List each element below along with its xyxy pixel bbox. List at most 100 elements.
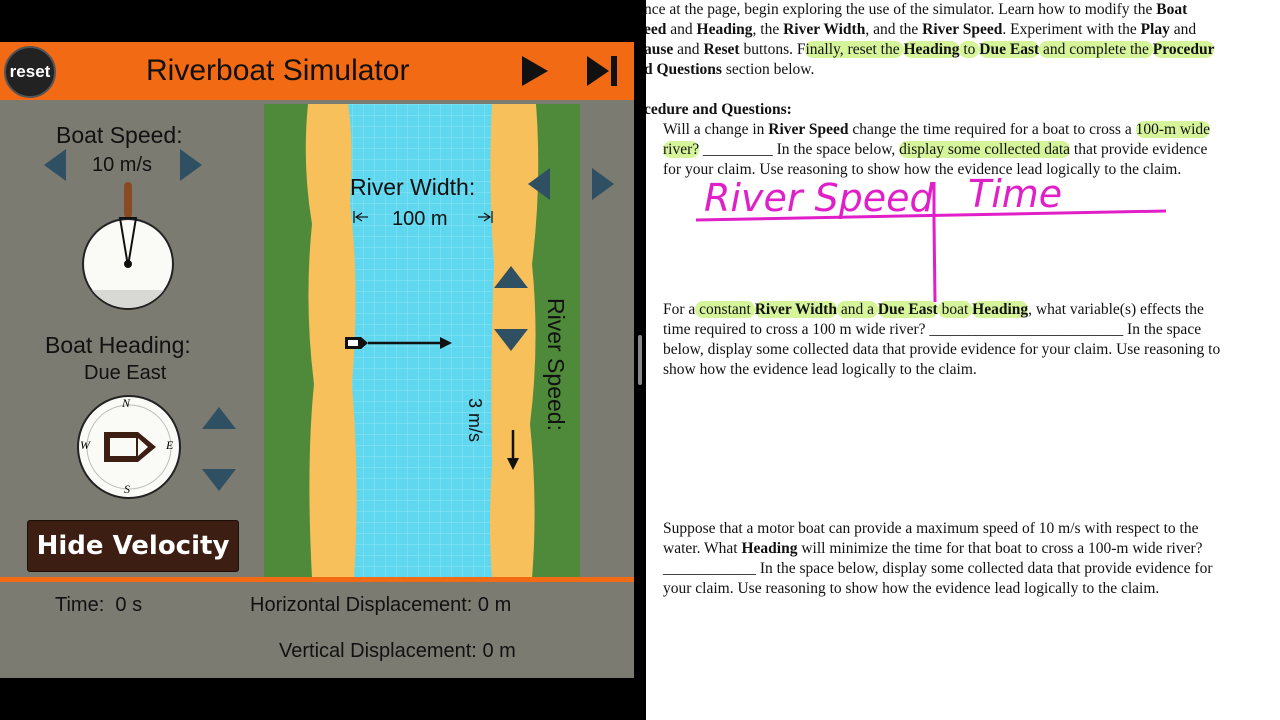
text-run: section below.: [721, 61, 815, 78]
q1-line-3: for your claim. Use reasoning to show ho…: [663, 161, 1182, 178]
text-run: will minimize the time for that boat to …: [797, 540, 1203, 557]
river-width-arrows: [353, 211, 493, 223]
text-run: River Width: [783, 21, 866, 38]
readout-bar: Time: 0 s Horizontal Displacement: 0 m V…: [0, 577, 634, 678]
q3-line-4: your claim. Use reasoning to show how th…: [663, 580, 1160, 597]
river-speed-down-icon[interactable]: [492, 327, 530, 353]
time-readout: Time: 0 s: [55, 594, 142, 617]
river-speed-label: River Speed:: [543, 298, 569, 431]
river-width-value: 100 m: [392, 208, 448, 230]
q2-line-1: For a constant River Width and a Due Eas…: [663, 301, 1204, 319]
text-run: river?: [663, 141, 700, 158]
q3-line-3: ____________ In the space below, display…: [663, 560, 1213, 577]
river-width-increase-icon[interactable]: [590, 166, 616, 202]
handwritten-time: Time: [968, 172, 1063, 216]
river-width-decrease-icon[interactable]: [526, 166, 552, 202]
heading-compass[interactable]: N E S W: [76, 394, 182, 500]
intro-line-4: d Questions section below.: [646, 61, 814, 79]
text-run: Play: [1140, 21, 1170, 38]
text-run: . Experiment with the: [1002, 21, 1141, 38]
boat-speed-label: Boat Speed:: [56, 122, 183, 148]
boat-icon: [345, 337, 368, 349]
text-run: constant: [695, 301, 755, 318]
compass-n: N: [122, 396, 131, 410]
text-run: Heading: [741, 540, 798, 557]
throttle-gauge-icon[interactable]: [80, 180, 180, 312]
reset-button[interactable]: reset: [4, 46, 56, 98]
compass-w: W: [80, 438, 90, 452]
text-run: and: [666, 21, 697, 38]
text-run: _________ In the space below,: [699, 141, 900, 158]
split-handle[interactable]: [638, 335, 642, 385]
text-run: Heading: [972, 301, 1029, 318]
boat-heading-value: Due East: [84, 362, 167, 384]
intro-line-2: eed and Heading, the River Width, and th…: [646, 21, 1196, 39]
q2-line-4: show how the evidence lead logically to …: [663, 361, 977, 378]
text-run: and: [673, 41, 704, 58]
worksheet-document: nce at the page, begin exploring the use…: [646, 0, 1280, 720]
boat-speed-increase-icon[interactable]: [178, 147, 204, 183]
hdisp-value: 0 m: [477, 594, 512, 616]
boat-speed-decrease-icon[interactable]: [42, 147, 68, 183]
section-heading: cedure and Questions:: [646, 101, 792, 118]
text-run: River Width: [754, 301, 837, 318]
compass-s: S: [124, 482, 130, 496]
text-run: Due East: [877, 301, 938, 318]
text-run: inally, reset the: [805, 41, 904, 58]
text-run: , what variable(s) effects the: [1028, 301, 1204, 318]
hide-velocity-button[interactable]: Hide Velocity: [27, 520, 239, 572]
compass-e: E: [166, 438, 174, 452]
play-icon[interactable]: [520, 54, 550, 88]
river-scene: [264, 104, 580, 578]
horizontal-displacement-readout: Horizontal Displacement: 0 m: [250, 594, 511, 617]
text-run: buttons. F: [739, 41, 806, 58]
velocity-arrow: [368, 337, 452, 349]
sim-title: Riverboat Simulator: [146, 54, 410, 87]
river-current-arrow: [507, 430, 519, 470]
text-run: Will a change in: [663, 121, 769, 138]
heading-up-icon[interactable]: [200, 405, 238, 431]
text-run: nce at the page, begin exploring the use…: [646, 1, 1157, 18]
intro-line-3: ause and Reset buttons. Finally, reset t…: [646, 41, 1215, 59]
text-run: Due East: [979, 41, 1040, 58]
text-run: to: [959, 41, 980, 58]
q3-line-1: Suppose that a motor boat can provide a …: [663, 520, 1199, 537]
boat-speed-value: 10 m/s: [92, 154, 153, 176]
text-run: 100-m wide: [1135, 121, 1211, 138]
q2-line-3: below, display some collected data that …: [663, 341, 1221, 358]
text-run: River Speed: [768, 121, 849, 138]
step-forward-icon[interactable]: [585, 54, 621, 88]
time-label: Time:: [55, 594, 105, 616]
vdisp-label: Vertical Displacement:: [279, 640, 477, 662]
compass-icon: [77, 395, 181, 499]
text-run: , the: [752, 21, 784, 38]
text-run: and complete the: [1039, 41, 1153, 58]
text-run: d Questions: [646, 61, 722, 78]
q3-line-2: water. What Heading will minimize the ti…: [663, 540, 1203, 558]
text-run: River Speed: [922, 21, 1003, 38]
text-run: For a: [663, 301, 696, 318]
q1-line-2: river? _________ In the space below, dis…: [663, 141, 1207, 159]
sim-header: reset Riverboat Simulator: [0, 42, 634, 100]
text-run: and a: [836, 301, 878, 318]
q1-line-1: Will a change in River Speed change the …: [663, 121, 1211, 139]
intro-line-1: nce at the page, begin exploring the use…: [646, 1, 1187, 19]
handwritten-river-speed: River Speed: [704, 176, 934, 220]
text-run: Reset: [703, 41, 740, 58]
text-run: water. What: [663, 540, 742, 557]
heading-down-icon[interactable]: [200, 467, 238, 493]
text-run: Heading: [696, 21, 753, 38]
text-run: boat: [937, 301, 973, 318]
hdisp-label: Horizontal Displacement:: [250, 594, 473, 616]
river-speed-up-icon[interactable]: [492, 264, 530, 290]
text-run: eed: [646, 21, 667, 38]
river-speed-value: 3 m/s: [465, 398, 485, 443]
text-run: , and the: [865, 21, 923, 38]
text-run: display some collected data: [899, 141, 1071, 158]
vertical-displacement-readout: Vertical Displacement: 0 m: [279, 640, 516, 663]
text-run: Procedur: [1152, 41, 1215, 58]
river-width-label: River Width:: [350, 174, 476, 200]
text-run: and: [1169, 21, 1197, 38]
handwritten-table-lines: [695, 182, 1167, 303]
text-run: Boat: [1156, 1, 1188, 18]
